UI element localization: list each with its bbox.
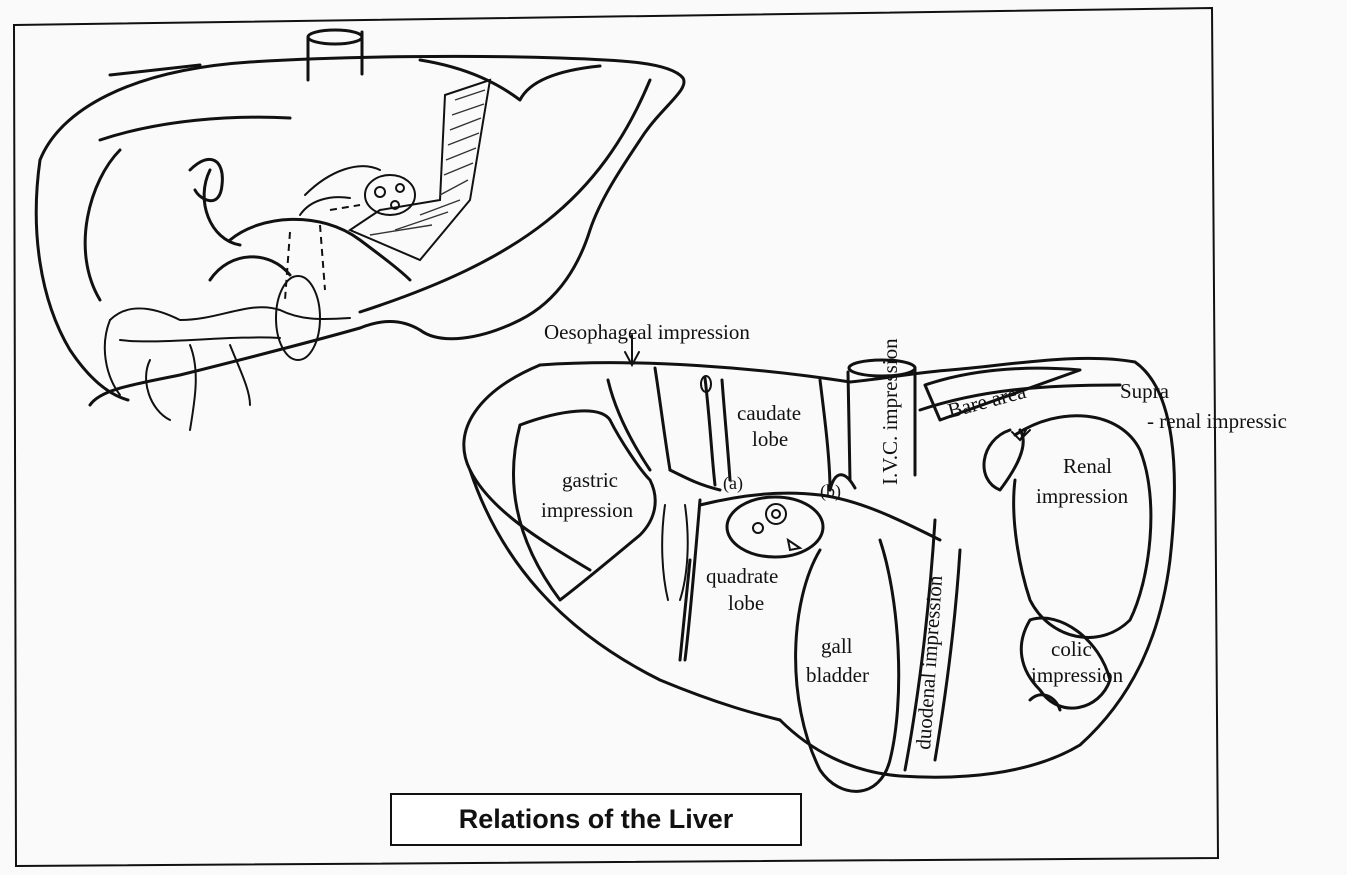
label-renal-2: impression <box>1036 484 1129 508</box>
label-mark-a: (a) <box>723 473 743 494</box>
label-oesophageal: Oesophageal impression <box>544 320 750 344</box>
label-mark-b: (b) <box>820 481 841 502</box>
label-caudate-2: lobe <box>752 427 788 451</box>
figure-frame <box>14 8 1218 866</box>
figure-caption: Relations of the Liver <box>459 804 734 835</box>
label-gall-2: bladder <box>806 663 869 687</box>
label-quadrate-2: lobe <box>728 591 764 615</box>
label-gastric-1: gastric <box>562 468 618 492</box>
liver-sketch-anterior <box>36 30 684 430</box>
label-quadrate-1: quadrate <box>706 564 778 588</box>
label-caudate-1: caudate <box>737 401 801 425</box>
label-suprarenal: - renal impressic <box>1147 409 1287 433</box>
figure-caption-box: Relations of the Liver <box>390 793 802 846</box>
label-colic-2: impression <box>1031 663 1124 687</box>
label-colic-1: colic <box>1051 637 1092 661</box>
label-ivc: I.V.C. impression <box>878 338 902 485</box>
label-bare-area: Bare area <box>945 379 1029 423</box>
label-gastric-2: impression <box>541 498 634 522</box>
label-renal-1: Renal <box>1063 454 1112 478</box>
liver-visceral-surface <box>464 358 1175 791</box>
label-gall-1: gall <box>821 634 853 658</box>
label-supra: Supra <box>1120 379 1170 403</box>
